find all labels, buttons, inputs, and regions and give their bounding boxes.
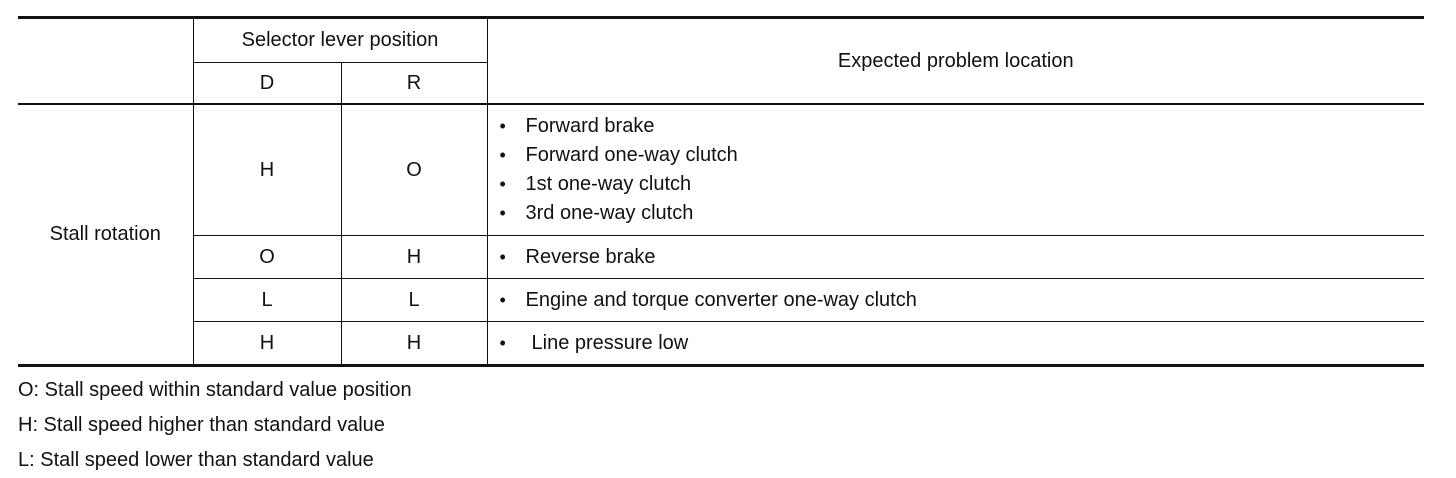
cell-d-value: H xyxy=(192,104,341,236)
cell-problem-location: • Engine and torque converter one-way clu… xyxy=(486,278,1425,322)
bullet-icon: • xyxy=(499,289,506,310)
list-item: • Engine and torque converter one-way clu… xyxy=(500,286,1425,315)
cell-r-value: H xyxy=(340,235,487,279)
header-blank-cell xyxy=(18,17,193,105)
cell-r-value: H xyxy=(340,321,487,366)
legend-item-l: L: Stall speed lower than standard value xyxy=(18,449,374,471)
list-item: • Reverse brake xyxy=(500,243,1425,272)
list-item: • 1st one-way clutch xyxy=(500,170,1425,199)
list-item: • Forward brake xyxy=(500,112,1425,141)
cell-problem-location: • Forward brake • Forward one-way clutch •… xyxy=(486,104,1425,236)
stall-test-document: Selector lever position Expected problem… xyxy=(18,16,1424,478)
legend-item-h: H: Stall speed higher than standard valu… xyxy=(18,414,385,436)
bullet-icon: • xyxy=(499,174,506,194)
table-row: L L • Engine and torque converter one-way… xyxy=(18,278,1425,322)
problem-location-list: • Reverse brake xyxy=(500,243,1425,272)
header-expected-problem-location: Expected problem location xyxy=(486,17,1424,105)
location-text: Engine and torque converter one-way clut… xyxy=(525,288,917,311)
stall-test-table: Selector lever position Expected problem… xyxy=(18,16,1424,367)
list-item: • 3rd one-way clutch xyxy=(500,199,1425,228)
legend: O: Stall speed within standard value pos… xyxy=(18,373,1424,478)
table-subheader-row: D R xyxy=(18,62,1424,105)
bullet-icon: • xyxy=(499,332,506,353)
header-selector-lever-position: Selector lever position xyxy=(192,17,487,63)
row-label-stall-rotation: Stall rotation xyxy=(49,223,161,245)
bullet-icon: • xyxy=(499,246,506,267)
header-col-r: R xyxy=(340,62,487,105)
cell-problem-location: • Reverse brake xyxy=(486,235,1425,279)
location-text: 1st one-way clutch xyxy=(525,173,692,195)
cell-d-value: O xyxy=(192,235,341,279)
cell-d-value: L xyxy=(192,278,341,322)
bullet-icon: • xyxy=(499,203,506,223)
table-row: H H • Line pressure low xyxy=(18,321,1425,366)
header-col-d: D xyxy=(192,62,341,105)
problem-location-list: • Line pressure low xyxy=(500,329,1425,358)
cell-d-value: H xyxy=(192,321,341,366)
table-header-row: Selector lever position Expected problem… xyxy=(18,17,1424,105)
location-text: Forward one-way clutch xyxy=(525,144,738,166)
location-text: Forward brake xyxy=(525,115,655,137)
problem-location-list: • Engine and torque converter one-way clu… xyxy=(500,286,1425,315)
cell-r-value: O xyxy=(340,104,487,236)
bullet-icon: • xyxy=(499,116,506,136)
location-text: Line pressure low xyxy=(531,331,689,354)
list-item: • Forward one-way clutch xyxy=(500,141,1425,170)
cell-r-value: L xyxy=(340,278,487,322)
table-row: O H • Reverse brake xyxy=(18,235,1425,279)
bullet-icon: • xyxy=(499,145,506,165)
cell-problem-location: • Line pressure low xyxy=(486,321,1425,366)
problem-location-list: • Forward brake • Forward one-way clutch •… xyxy=(500,112,1425,228)
list-item: • Line pressure low xyxy=(500,329,1425,358)
location-text: Reverse brake xyxy=(525,245,656,268)
location-text: 3rd one-way clutch xyxy=(525,202,694,224)
legend-item-o: O: Stall speed within standard value pos… xyxy=(18,379,412,401)
table-row: Stall rotation H O • Forward brake • Forwa… xyxy=(18,104,1425,245)
